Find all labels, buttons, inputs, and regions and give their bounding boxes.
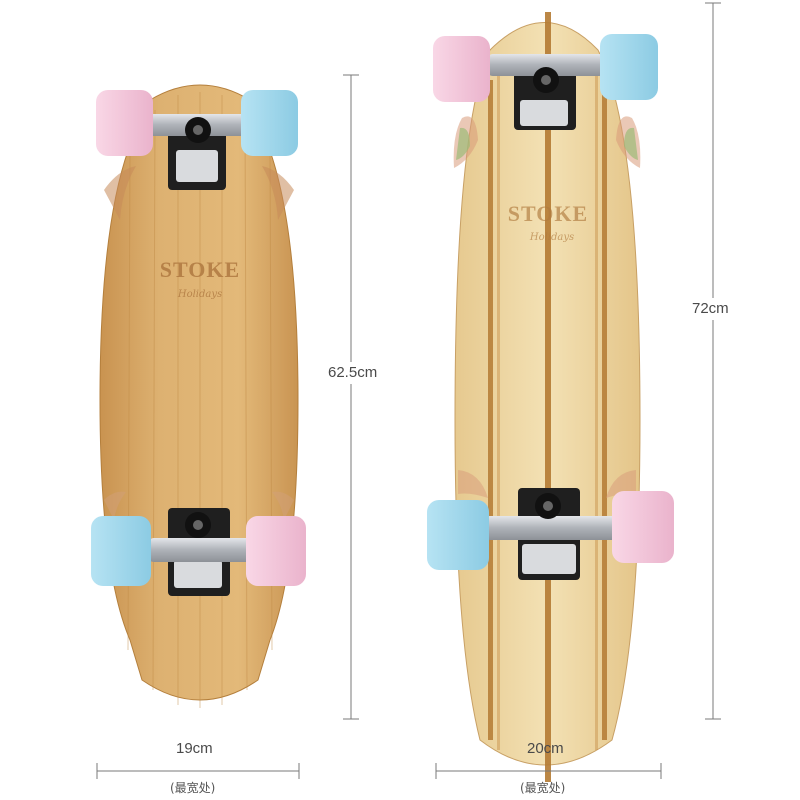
board-large-stripes <box>488 12 607 782</box>
board-small-wheel-top-right <box>241 90 298 156</box>
board-large-wheel-top-left <box>433 36 490 102</box>
svg-text:Holidays: Holidays <box>529 232 574 243</box>
board-large-logo: STOKE <box>508 201 588 226</box>
board-large-truck-bottom <box>484 488 618 580</box>
small-board-length-label: 62.5cm <box>328 364 378 381</box>
board-large-wheel-bottom-right <box>612 491 674 563</box>
board-small-truck-top <box>145 114 255 190</box>
svg-text:Holidays: Holidays <box>177 289 222 300</box>
large-board-width-label: 20cm <box>527 740 564 757</box>
board-large-truck-top <box>487 54 605 130</box>
small-board-width-note: (最宽处) <box>170 781 216 795</box>
board-large-wheel-bottom-left <box>427 500 489 570</box>
board-small-wheel-top-left <box>96 90 153 156</box>
board-small-truck-bottom <box>148 508 258 596</box>
small-board-width-label: 19cm <box>176 740 213 757</box>
board-large: STOKE Holidays <box>427 12 674 782</box>
large-board-width-note: (最宽处) <box>520 781 566 795</box>
board-small: STOKE Holidays <box>91 84 306 708</box>
board-small-logo: STOKE <box>160 257 240 282</box>
board-small-wheel-bottom-left <box>91 516 151 586</box>
board-small-wheel-bottom-right <box>246 516 306 586</box>
large-board-length-label: 72cm <box>692 300 729 317</box>
dimension-lines <box>96 2 721 779</box>
board-large-wheel-top-right <box>600 34 658 100</box>
